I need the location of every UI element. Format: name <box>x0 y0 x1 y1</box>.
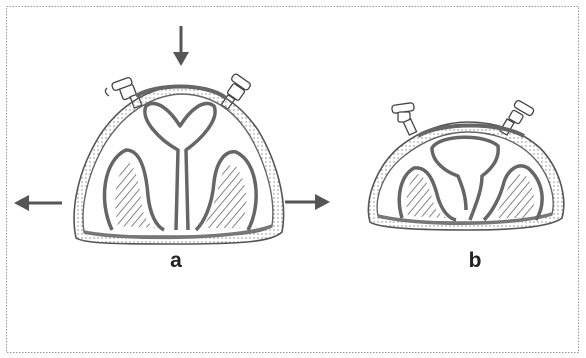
down-arrow-icon <box>173 26 189 66</box>
right-arrow-icon <box>285 194 330 210</box>
panel-label-a: a <box>161 249 191 273</box>
left-arrow-icon <box>14 195 62 211</box>
panel-a-illustration <box>14 26 330 244</box>
panel-b-illustration <box>368 100 563 230</box>
valve-left-icon <box>392 103 417 136</box>
panel-label-b: b <box>460 249 490 273</box>
